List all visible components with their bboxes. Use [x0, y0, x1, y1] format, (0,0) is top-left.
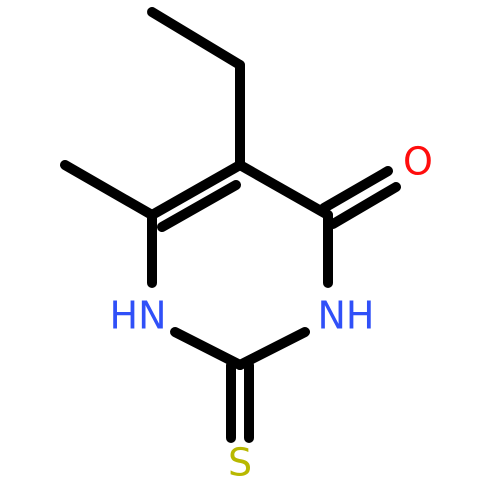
- bond-methyl-c6: [60, 160, 157, 220]
- bond-n3-c2: [235, 327, 310, 370]
- bond-c5-c6-inner: [157, 180, 241, 232]
- bond-c4-o: [319, 166, 393, 213]
- bond-c5-c4: [235, 160, 333, 220]
- oxygen-atom-label: O: [403, 140, 433, 184]
- bond-c5-c6: [147, 160, 245, 220]
- bond-n1-c2: [170, 327, 245, 370]
- bond-ethyl-ch3-ch2: [147, 7, 245, 70]
- nitrogen-right-atom-label: NH: [318, 294, 375, 338]
- nitrogen-left-atom-label: HN: [110, 294, 167, 338]
- sulfur-atom-label: S: [228, 441, 252, 485]
- bond-c4-o-second: [328, 182, 401, 229]
